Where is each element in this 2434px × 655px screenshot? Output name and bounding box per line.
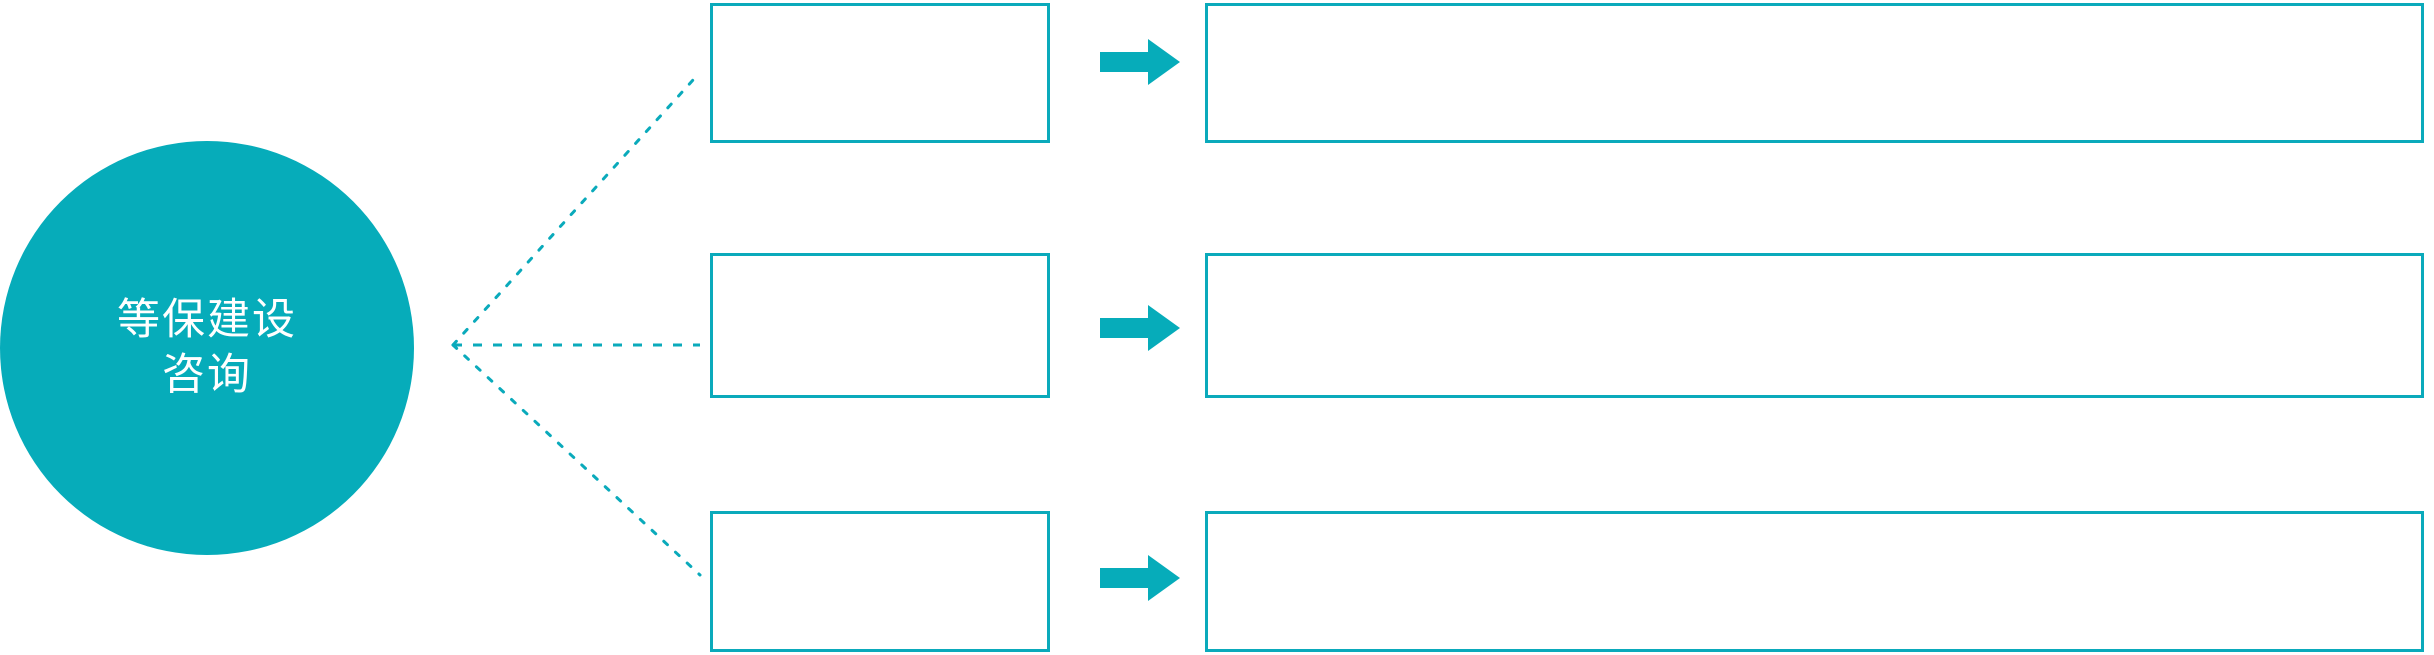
row-3-category-box[interactable] [710, 511, 1050, 652]
row-3-category-label [713, 514, 1047, 534]
row-3-detail-box[interactable] [1205, 511, 2424, 652]
hub-circle[interactable]: 等保建设 咨询 [0, 141, 414, 555]
hub-label-line1: 等保建设 [117, 295, 297, 344]
connector-line-bottom [451, 343, 702, 577]
row-1-category-box[interactable] [710, 3, 1050, 143]
row-2-detail-box[interactable] [1205, 253, 2424, 398]
row-3-arrow-right-icon [1100, 555, 1180, 601]
row-1-category-label [713, 6, 1047, 26]
row-1-arrow-right-icon [1100, 39, 1180, 85]
row-1-detail-label [1208, 6, 2421, 26]
row-2-category-box[interactable] [710, 253, 1050, 398]
row-1-detail-box[interactable] [1205, 3, 2424, 143]
row-3-detail-label [1208, 514, 2421, 534]
row-2-category-label [713, 256, 1047, 276]
hub-label-line2: 咨询 [162, 351, 252, 399]
row-1 [0, 0, 2434, 145]
row-2-arrow-right-icon [1100, 305, 1180, 351]
row-2-detail-label [1208, 256, 2421, 276]
